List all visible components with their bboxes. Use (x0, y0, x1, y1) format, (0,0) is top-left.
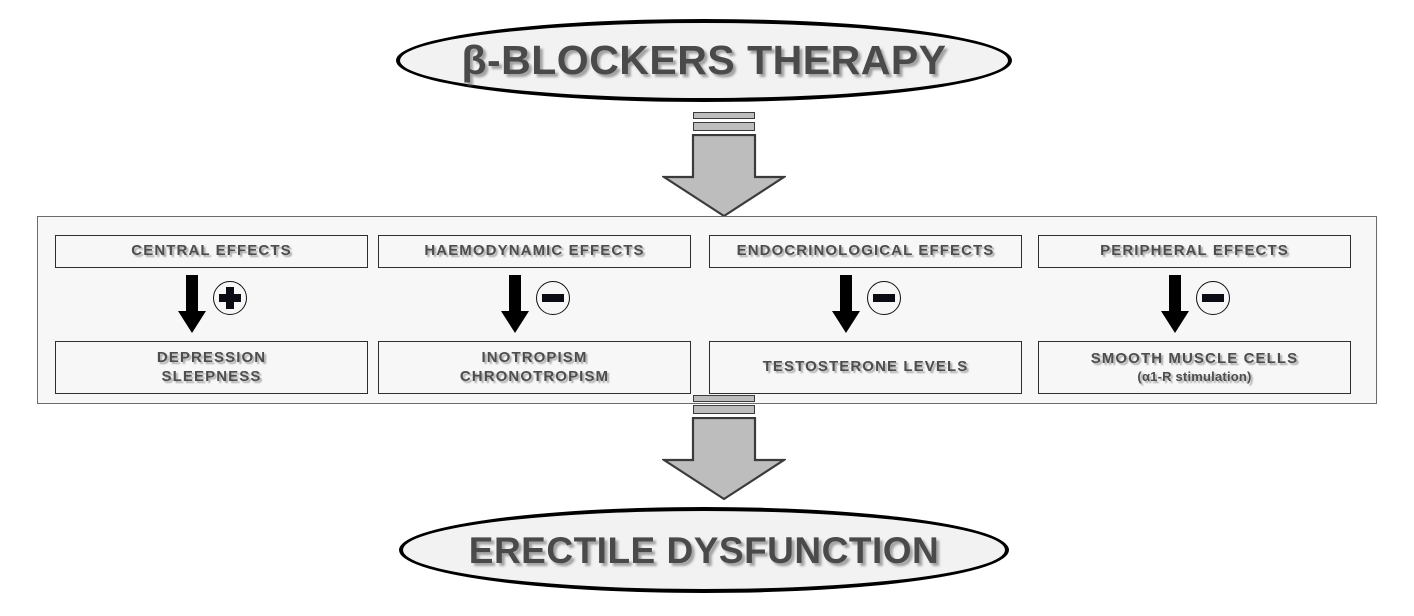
block-arrow-down-bottom (660, 395, 788, 501)
node-erectile-dysfunction-label: ERECTILE DYSFUNCTION (468, 529, 940, 571)
effect-outcome-line1: INOTROPISM (481, 348, 588, 366)
effect-header-box-endocrinological: ENDOCRINOLOGICAL EFFECTS (709, 235, 1022, 268)
effect-header-label: PERIPHERAL EFFECTS (1100, 242, 1289, 260)
effect-outcome-line2: CHRONOTROPISM (459, 367, 610, 385)
effects-column-peripheral: PERIPHERAL EFFECTS SMOOTH MUSCLE CELLS (… (1038, 217, 1351, 403)
effect-outcome-sublabel: (α1-R stimulation) (1137, 368, 1252, 384)
effects-column-endocrinological: ENDOCRINOLOGICAL EFFECTS TESTOSTERONE LE… (709, 217, 1022, 403)
effect-header-box-peripheral: PERIPHERAL EFFECTS (1038, 235, 1351, 268)
block-arrow-down-top (660, 112, 788, 218)
effect-header-label: ENDOCRINOLOGICAL EFFECTS (736, 242, 995, 260)
effect-header-box-haemodynamic: HAEMODYNAMIC EFFECTS (378, 235, 691, 268)
block-arrow-svg (660, 416, 788, 501)
plus-bar-vertical (225, 287, 234, 309)
block-arrow-head-top (660, 133, 788, 218)
sign-badge-minus-icon (1195, 281, 1230, 315)
effect-arrow-row-central (55, 273, 368, 337)
effects-column-central: CENTRAL EFFECTS DEPRESSION SLEEPNESS (55, 217, 368, 403)
node-beta-blockers-therapy-label: β-BLOCKERS THERAPY (461, 37, 947, 83)
connector-stripe-lower (693, 122, 755, 131)
effect-header-label: HAEMODYNAMIC EFFECTS (424, 242, 645, 260)
down-arrow-icon (1160, 275, 1189, 333)
effects-panel: CENTRAL EFFECTS DEPRESSION SLEEPNESS HAE… (37, 216, 1377, 404)
connector-stripe-upper (693, 395, 755, 402)
down-arrow-icon (500, 275, 529, 333)
effect-outcome-line2: SLEEPNESS (161, 367, 262, 385)
down-arrow-icon (177, 275, 206, 333)
effect-arrow-row-haemodynamic (378, 273, 691, 337)
effect-arrow-row-endocrinological (709, 273, 1022, 337)
minus-bar-horizontal (1201, 294, 1224, 302)
sign-badge-plus-icon (212, 281, 247, 315)
effect-outcome-line1: SMOOTH MUSCLE CELLS (1090, 350, 1299, 367)
effect-outcome-box-haemodynamic: INOTROPISM CHRONOTROPISM (378, 341, 691, 394)
sign-badge-minus-icon (866, 281, 901, 315)
node-beta-blockers-therapy: β-BLOCKERS THERAPY (396, 19, 1012, 102)
minus-bar-horizontal (872, 294, 895, 302)
effect-header-box-central: CENTRAL EFFECTS (55, 235, 368, 268)
effect-outcome-box-endocrinological: TESTOSTERONE LEVELS (709, 341, 1022, 394)
connector-stripe-lower (693, 405, 755, 414)
sign-badge-minus-icon (535, 281, 570, 315)
effect-outcome-box-peripheral: SMOOTH MUSCLE CELLS (α1-R stimulation) (1038, 341, 1351, 394)
effect-outcome-line1: TESTOSTERONE LEVELS (762, 358, 969, 376)
effects-column-haemodynamic: HAEMODYNAMIC EFFECTS INOTROPISM CHRONOTR… (378, 217, 691, 403)
connector-stripe-upper (693, 112, 755, 119)
node-erectile-dysfunction: ERECTILE DYSFUNCTION (399, 507, 1009, 593)
effect-outcome-box-central: DEPRESSION SLEEPNESS (55, 341, 368, 394)
block-arrow-svg (660, 133, 788, 218)
minus-bar-horizontal (541, 294, 564, 302)
effect-outcome-line1: DEPRESSION (156, 348, 267, 366)
effect-arrow-row-peripheral (1038, 273, 1351, 337)
block-arrow-head-bottom (660, 416, 788, 501)
effect-header-label: CENTRAL EFFECTS (131, 242, 292, 260)
down-arrow-icon (831, 275, 860, 333)
